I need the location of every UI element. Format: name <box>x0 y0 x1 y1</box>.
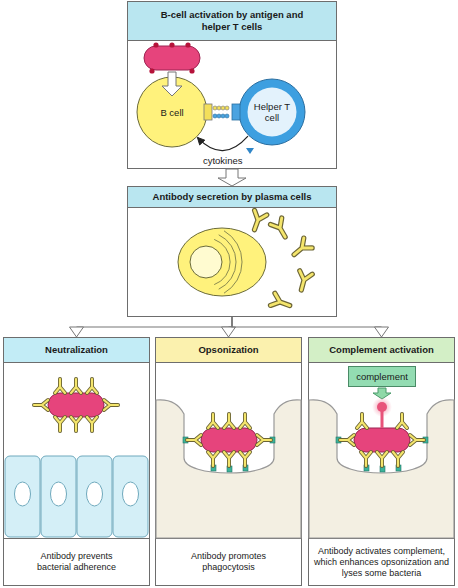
connector <box>222 317 236 337</box>
caption-area: Antibody activates complement, which enh… <box>309 538 454 585</box>
cell-label: Helper T cell <box>252 101 292 123</box>
connector <box>232 317 389 337</box>
connector <box>70 317 233 337</box>
panel-box: NeutralizationAntibody prevents bacteria… <box>3 337 150 586</box>
cell-circle: B cell <box>136 76 208 148</box>
branch-line <box>232 317 382 327</box>
panel-heading: Complement activation <box>329 344 434 356</box>
panel-box: OpsonizationAntibody promotes phagocytos… <box>155 337 302 586</box>
cell-cytoplasm <box>248 88 297 137</box>
panel-heading: Opsonization <box>198 344 258 356</box>
label-holder: complement <box>349 367 415 386</box>
heading-band: Neutralization <box>4 338 149 363</box>
branch-line <box>229 317 233 327</box>
heading-band: B-cell activation by antigen and helper … <box>128 2 336 41</box>
cell-circle: Helper T cell <box>238 78 306 146</box>
panel-heading: Antibody secretion by plasma cells <box>153 191 312 203</box>
panel-box: Antibody secretion by plasma cells <box>127 186 337 317</box>
cell-label: B cell <box>160 107 183 118</box>
label-holder: Helper T cell <box>238 78 306 146</box>
caption-area: Antibody promotes phagocytosis <box>156 538 301 585</box>
edge-label: cytokines <box>203 155 243 166</box>
arrow-head <box>375 327 389 337</box>
panel-caption: Antibody prevents bacterial adherence <box>27 551 127 573</box>
panel-heading: Neutralization <box>45 344 108 356</box>
cell-membrane <box>239 79 305 145</box>
heading-band: Complement activation <box>309 338 454 363</box>
panel-caption: Antibody activates complement, which enh… <box>312 546 452 579</box>
block-arrow <box>218 169 246 186</box>
heading-band: Opsonization <box>156 338 301 363</box>
panel-box: Complement activationAntibody activates … <box>308 337 455 586</box>
branch-line <box>77 317 233 327</box>
connector <box>218 169 246 186</box>
panel-caption: Antibody promotes phagocytosis <box>179 551 279 573</box>
label-holder: B cell <box>136 76 208 148</box>
cell-membrane <box>137 77 207 147</box>
box-label: complement <box>356 371 408 382</box>
panel-box: B-cell activation by antigen and helper … <box>127 1 337 169</box>
heading-band: Antibody secretion by plasma cells <box>128 187 336 208</box>
arrow-head <box>222 327 236 337</box>
panel-heading: B-cell activation by antigen and helper … <box>152 9 312 33</box>
complement-box: complement <box>348 366 416 387</box>
arrow-head <box>70 327 84 337</box>
caption-area: Antibody prevents bacterial adherence <box>4 538 149 585</box>
